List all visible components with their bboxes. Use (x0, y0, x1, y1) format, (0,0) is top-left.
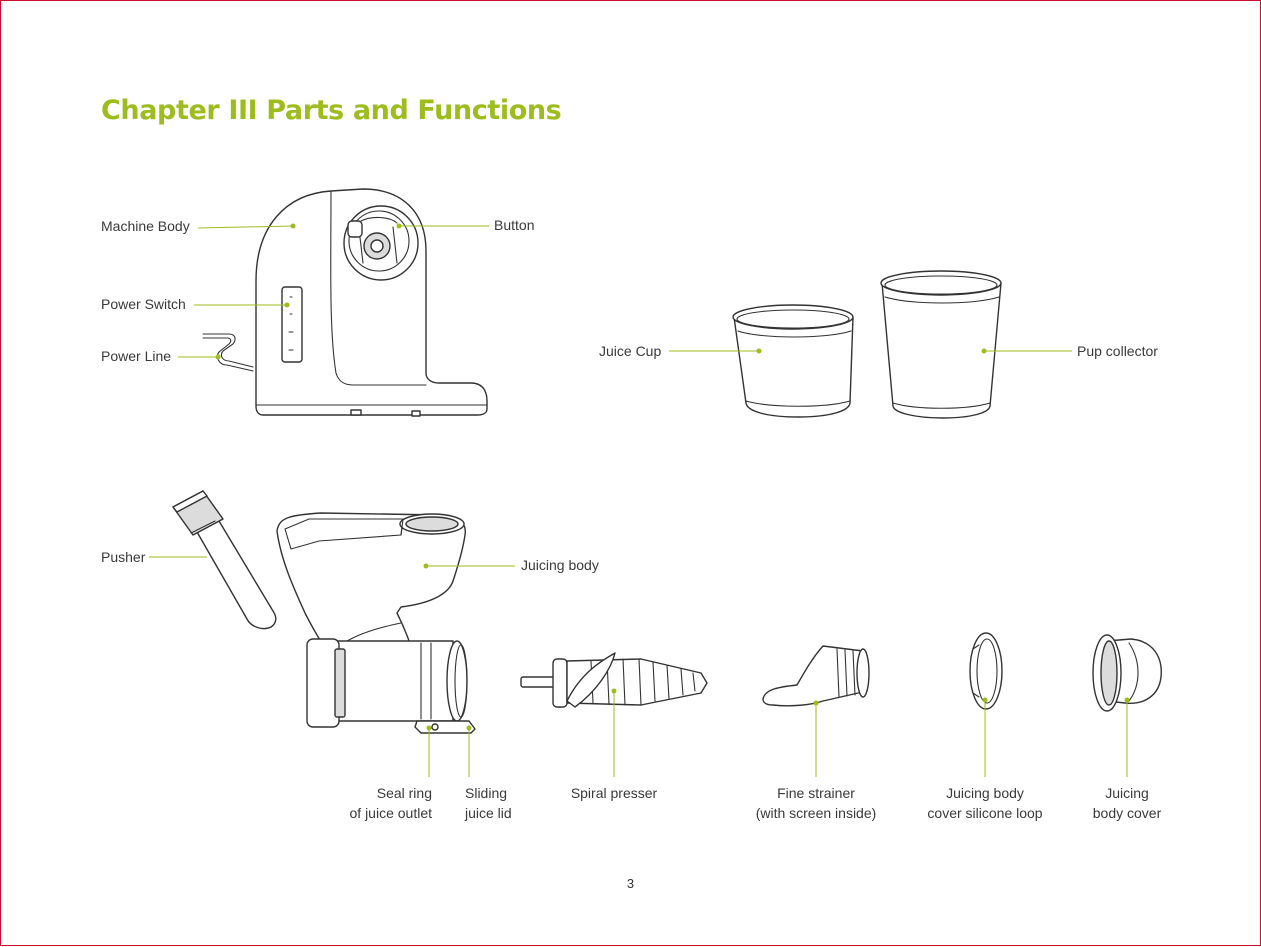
label-seal-ring: Seal ring of juice outlet (331, 783, 432, 823)
label-fine-strainer-line2: (with screen inside) (756, 803, 877, 823)
page-number: 3 (1, 876, 1260, 891)
fine-strainer-drawing (763, 646, 869, 706)
label-spiral-presser: Spiral presser (571, 783, 657, 803)
label-sliding-lid-line1: Sliding (465, 783, 512, 803)
label-pup-collector: Pup collector (1077, 341, 1158, 361)
label-fine-strainer-line1: Fine strainer (756, 783, 877, 803)
label-silicone-loop-line2: cover silicone loop (927, 803, 1042, 823)
label-silicone-loop: Juicing body cover silicone loop (927, 783, 1042, 823)
pup-collector-drawing (881, 271, 1001, 418)
juicing-body-drawing (277, 513, 475, 733)
label-body-cover: Juicing body cover (1093, 783, 1161, 823)
pusher-drawing (173, 491, 276, 629)
label-pusher: Pusher (101, 547, 145, 567)
label-body-cover-line2: body cover (1093, 803, 1161, 823)
label-sliding-lid: Sliding juice lid (465, 783, 512, 823)
juice-cup-drawing (733, 305, 853, 417)
label-power-switch: Power Switch (101, 294, 186, 314)
label-seal-ring-line2: of juice outlet (331, 803, 432, 823)
label-sliding-lid-line2: juice lid (465, 803, 512, 823)
machine-body-drawing (203, 189, 487, 416)
label-juicing-body: Juicing body (521, 555, 599, 575)
label-silicone-loop-line1: Juicing body (927, 783, 1042, 803)
label-machine-body: Machine Body (101, 216, 190, 236)
label-seal-ring-line1: Seal ring (331, 783, 432, 803)
label-juice-cup: Juice Cup (599, 341, 661, 361)
label-button: Button (494, 215, 534, 235)
label-power-line: Power Line (101, 346, 171, 366)
silicone-loop-drawing (970, 633, 1002, 709)
label-body-cover-line1: Juicing (1093, 783, 1161, 803)
label-fine-strainer: Fine strainer (with screen inside) (756, 783, 877, 823)
